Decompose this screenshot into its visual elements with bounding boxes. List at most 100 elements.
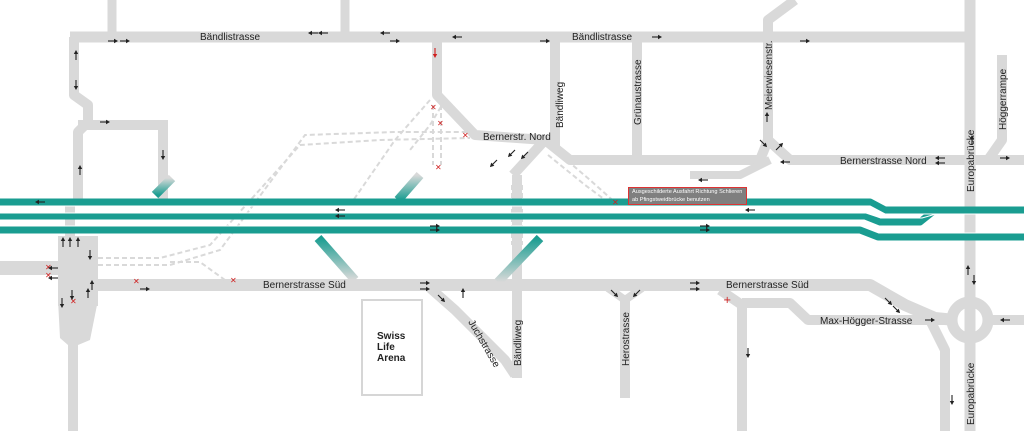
direction-arrow-icon: [432, 48, 438, 58]
direction-arrow-icon: [690, 280, 700, 286]
direction-arrow-icon: [85, 288, 91, 298]
direction-arrow-icon: [745, 207, 755, 213]
arena-label-line: Life: [377, 342, 395, 353]
label-europabruecke-north: Europabrücke: [966, 129, 977, 192]
direction-arrow-icon: [35, 199, 45, 205]
label-hoeggerrampe: Höggerrampe: [998, 68, 1009, 130]
direction-arrow-icon: [69, 290, 75, 300]
closure-x-icon: ✕: [612, 198, 619, 207]
closure-markers: ✕ ✕ ✕ ✕ ✕ ✕ ✕ ✕ ✕ ✕ +: [45, 103, 731, 306]
direction-arrow-icon: [75, 237, 81, 247]
direction-arrow-icon: [430, 223, 440, 229]
road-hoeggerrampe: [983, 55, 1007, 163]
direction-arrow-icon: [452, 34, 462, 40]
highway-ramp: [314, 235, 359, 283]
label-baendliweg-south: Bändliweg: [513, 320, 524, 366]
direction-arrow-icon: [87, 250, 93, 260]
road-segment: [717, 285, 747, 431]
direction-arrow-icon: [48, 275, 58, 281]
label-bernerstrasse-sued-west: Bernerstrasse Süd: [263, 280, 346, 291]
direction-arrow-icon: [318, 30, 328, 36]
closure-plus-icon: +: [723, 295, 731, 306]
direction-arrow-icon: [489, 159, 498, 168]
road-max-hoegger-strasse: [742, 298, 930, 325]
detour-notice: Ausgeschilderte Ausfahrt Richtung Schlie…: [628, 187, 747, 205]
direction-arrow-icon: [335, 207, 345, 213]
closure-x-icon: ✕: [462, 131, 469, 140]
direction-arrow-icon: [775, 142, 784, 151]
closed-lane: [98, 137, 471, 259]
direction-arrow-icon: [520, 151, 529, 160]
direction-arrow-icon: [971, 275, 977, 285]
direction-arrow-icon: [67, 237, 73, 247]
highway-lane-divider: [0, 205, 1024, 215]
direction-arrow-icon: [965, 265, 971, 275]
direction-arrow-icon: [652, 34, 662, 40]
direction-arrow-icon: [335, 213, 345, 219]
highway-lane-band: [0, 198, 1024, 214]
direction-arrow-icon: [800, 38, 810, 44]
highway-a1h: [0, 198, 1024, 241]
direction-arrow-icon: [949, 395, 955, 405]
direction-arrow-icon: [100, 119, 110, 125]
label-bernerstrasse-sued-east: Bernerstrasse Süd: [726, 280, 809, 291]
closure-x-icon: ✕: [133, 277, 140, 286]
direction-arrow-icon: [700, 227, 710, 233]
highway-lane-band: [0, 207, 938, 226]
road-bernerstrasse-sued: [98, 279, 956, 326]
direction-arrow-icon: [925, 317, 935, 323]
direction-arrow-icon: [935, 160, 945, 166]
direction-arrow-icon: [1000, 317, 1010, 323]
direction-arrow-icon: [1000, 155, 1010, 161]
direction-arrow-icon: [764, 112, 770, 122]
direction-arrow-icon: [48, 265, 58, 271]
road-segment: [69, 37, 93, 205]
direction-arrow-icon: [89, 280, 95, 290]
direction-arrow-icon: [73, 50, 79, 60]
label-baendliweg-north: Bändliweg: [555, 82, 566, 128]
direction-arrow-icon: [700, 223, 710, 229]
closure-x-icon: ✕: [430, 103, 437, 112]
arena-label-line: Swiss: [377, 331, 406, 342]
closure-x-icon: ✕: [230, 276, 237, 285]
label-baendlistrasse-east: Bändlistrasse: [572, 32, 632, 43]
label-herostrasse: Herostrasse: [621, 312, 632, 366]
road-segment: [58, 300, 98, 431]
direction-arrow-icon: [460, 288, 466, 298]
closure-x-icon: ✕: [45, 271, 52, 280]
direction-arrow-icon: [430, 227, 440, 233]
direction-arrow-icon: [108, 38, 118, 44]
direction-arrow-icon: [759, 139, 768, 148]
direction-arrow-icon: [160, 150, 166, 160]
direction-arrow-icon: [632, 289, 641, 298]
direction-arrow-icon: [420, 286, 430, 292]
direction-arrow-icon: [140, 286, 150, 292]
direction-arrow-icon: [969, 135, 975, 145]
road-junction: [58, 236, 98, 306]
arena-label-line: Arena: [377, 353, 406, 364]
direction-arrow-icon: [60, 237, 66, 247]
direction-arrow-icon: [745, 348, 751, 358]
closure-x-icon: ✕: [70, 297, 77, 306]
road-segment: [509, 136, 549, 179]
label-gruenaustrasse: Grünaustrasse: [633, 59, 644, 125]
label-europabruecke-south: Europabrücke: [966, 362, 977, 425]
direction-arrow-icon: [935, 155, 945, 161]
highway-ramp: [494, 234, 544, 286]
direction-arrow-icon: [77, 165, 83, 175]
direction-arrow-icon: [610, 289, 619, 298]
direction-arrow-icon: [59, 298, 65, 308]
label-meierwiesenstr: Meierwiesenstr.: [764, 41, 775, 110]
highway-ramp: [394, 172, 424, 203]
direction-arrows: [35, 30, 1010, 405]
closure-x-icon: ✕: [45, 263, 52, 272]
direction-arrow-icon: [380, 30, 390, 36]
road-segment: [78, 120, 168, 130]
label-baendlistrasse-west: Bändlistrasse: [200, 32, 260, 43]
closed-lane: [349, 99, 431, 206]
label-max-hoegger-strasse: Max-Högger-Strasse: [820, 316, 913, 327]
direction-arrow-icon: [420, 280, 430, 286]
closure-x-icon: ✕: [435, 163, 442, 172]
direction-arrow-icon: [390, 38, 400, 44]
